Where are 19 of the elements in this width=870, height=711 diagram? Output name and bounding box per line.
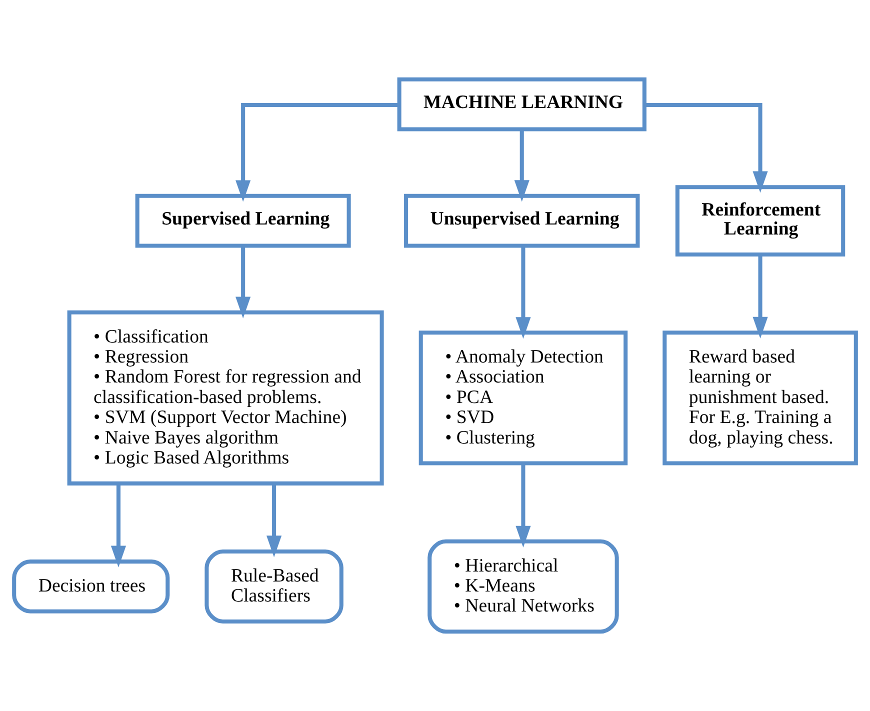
arrow (266, 484, 282, 558)
arrow (110, 484, 126, 568)
node-box: Supervised Learning (135, 194, 351, 248)
node-box: • Anomaly Detection • Association • PCA • SVD • Clustering (418, 330, 628, 466)
arrow (644, 102, 768, 193)
arrow (514, 130, 530, 202)
node-box: • Classification • Regression • Random Forest for regression and classification-based problems. • SVM (Support Vector Machine) • Naive Bayes algorithm • Logic Based Algorithms (67, 310, 384, 486)
node-box: MACHINE LEARNING (397, 77, 646, 132)
node-box: Reinforcement Learning (675, 185, 846, 256)
arrow (516, 246, 531, 339)
node-box: • Hierarchical • K-Means • Neural Networks (428, 539, 619, 634)
arrow (516, 463, 531, 548)
node-box: Unsupervised Learning (404, 194, 640, 248)
arrow (236, 102, 400, 202)
node-box: Rule-Based Classifiers (204, 549, 344, 624)
arrow (236, 246, 251, 318)
node-box: Decision trees (12, 560, 170, 614)
arrow (752, 254, 768, 339)
node-box: Reward based learning or punishment based. For E.g. Training a dog, playing chess. (662, 330, 858, 466)
